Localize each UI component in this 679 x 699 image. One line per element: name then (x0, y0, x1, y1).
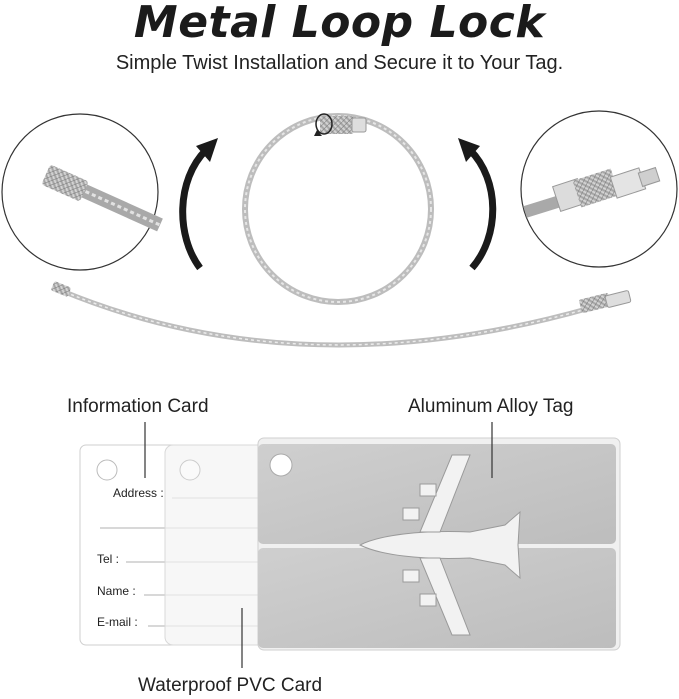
page-title: Metal Loop Lock (133, 0, 546, 48)
address-field-label: Address : (113, 486, 164, 500)
waterproof-pvc-card-label: Waterproof PVC Card (138, 675, 323, 696)
email-field-label: E-mail : (97, 615, 138, 629)
left-curved-arrow-icon (179, 138, 218, 271)
wire-loop-ring (242, 113, 434, 305)
right-curved-arrow-icon (458, 138, 497, 271)
name-field-label: Name : (97, 584, 136, 598)
screw-collar-zoom-circle (520, 110, 678, 268)
airplane-cutout-icon (358, 454, 521, 636)
page-subtitle: Simple Twist Installation and Secure it … (115, 52, 564, 74)
aluminum-alloy-tag-label: Aluminum Alloy Tag (408, 396, 574, 417)
cable-end-zoom-circle (1, 113, 163, 271)
waterproof-pvc-card (164, 444, 286, 646)
information-card-label: Information Card (67, 396, 209, 417)
aluminum-alloy-tag (257, 437, 621, 651)
straight-cable (51, 281, 632, 348)
tel-field-label: Tel : (97, 552, 120, 566)
